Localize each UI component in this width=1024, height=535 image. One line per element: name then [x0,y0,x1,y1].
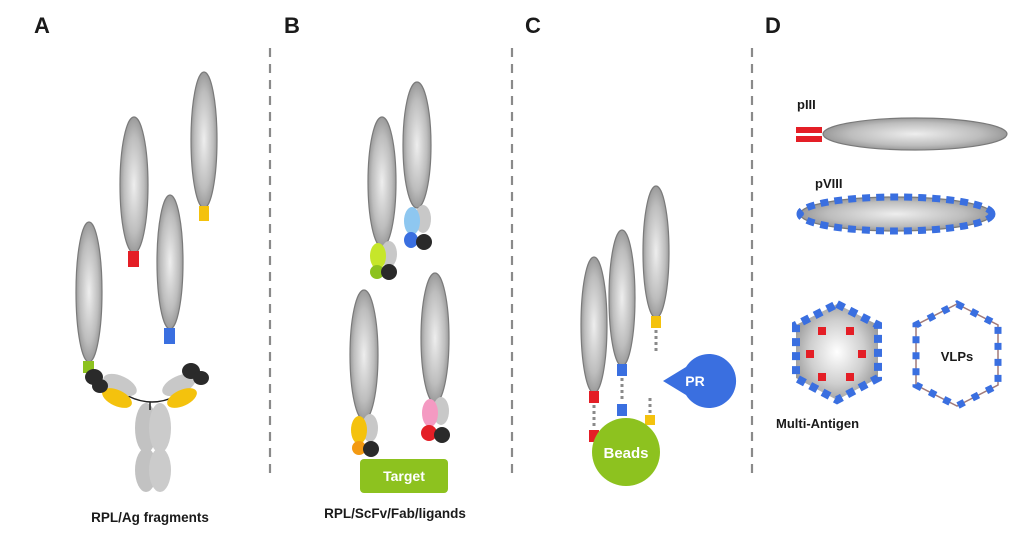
antibody-heavy-chain [149,403,171,453]
scfv-domain-light-blue [404,207,420,235]
panel-a: A RPL/Ag fragments [34,13,218,525]
antigen-dot [806,350,814,358]
scfv-domain-green [370,265,384,279]
pviii-label: pVIII [815,176,842,191]
scfv-domain-dark [434,427,450,443]
phage-particle [367,116,397,248]
phage-particle [608,229,636,367]
panel-b: B Target RPL/ScFv/Fab/ligands [284,13,466,521]
scfv-domain-pink [422,399,438,427]
fusion-tag-yellow [651,316,661,328]
panel-letter-d: D [765,13,781,38]
antigen-dot [818,373,826,381]
caption-b: RPL/ScFv/Fab/ligands [324,506,466,521]
bead-tag-red [589,430,599,442]
fusion-tag-red [589,391,599,403]
antibody-tip-dark [193,371,209,385]
antibody-arm-yellow [167,388,197,408]
beads-label: Beads [603,445,648,462]
antigen-dot [846,373,854,381]
antibody-tip-dark [92,379,108,393]
piii-label: pIII [797,97,816,112]
scfv-domain-dark [416,234,432,250]
antigen-dot [818,327,826,335]
antibody-arm-yellow [102,388,132,408]
panel-letter-a: A [34,13,50,38]
fusion-tag-yellow [199,206,209,221]
scfv-domain-yellow [351,416,367,444]
antibody-heavy-chain [149,448,171,492]
panel-c: C Beads PR [525,13,737,486]
multi-antigen-particle [792,299,882,405]
pviii-coat [796,193,996,235]
piii-tag [796,136,822,142]
bead-tag-blue [617,404,627,416]
beads [592,418,660,486]
phage-particle [75,221,103,363]
phage-particle [642,185,670,319]
antigen-dot [846,327,854,335]
panel-letter-c: C [525,13,541,38]
phage-particle [119,116,149,254]
multi-antigen-label: Multi-Antigen [776,416,859,431]
bead-tag-yellow [645,415,655,425]
scfv-domain-dark [381,264,397,280]
fusion-tag-green [83,361,94,373]
scfv-domain-dark [363,441,379,457]
phage-particle [420,272,450,404]
phage-particle [402,81,432,209]
fusion-tag-blue [617,364,627,376]
target-block [360,459,448,493]
fusion-tag-red [128,251,139,267]
phage-particle [190,71,218,209]
scfv-domain-lime [370,243,386,269]
vlp-shell [912,300,1002,410]
target-label: Target [383,468,425,484]
scfv-domain-blue [404,232,418,248]
pr-protein [663,354,737,408]
antigen-dot [858,350,866,358]
phage-particle [156,194,184,330]
panel-letter-b: B [284,13,300,38]
panel-d: D pIII pVIII Multi-Antigen VLPs [765,13,1008,431]
phage-particle [580,256,608,394]
phage-particle [349,289,379,421]
antibody [85,363,209,492]
pr-label: PR [685,373,704,389]
piii-tag [796,127,822,133]
caption-a: RPL/Ag fragments [91,510,209,525]
scfv-domain-orange [352,441,366,455]
phage-piii [822,117,1008,151]
scfv-domain-red [421,425,437,441]
vlps-label: VLPs [941,349,974,364]
fusion-tag-blue [164,328,175,344]
